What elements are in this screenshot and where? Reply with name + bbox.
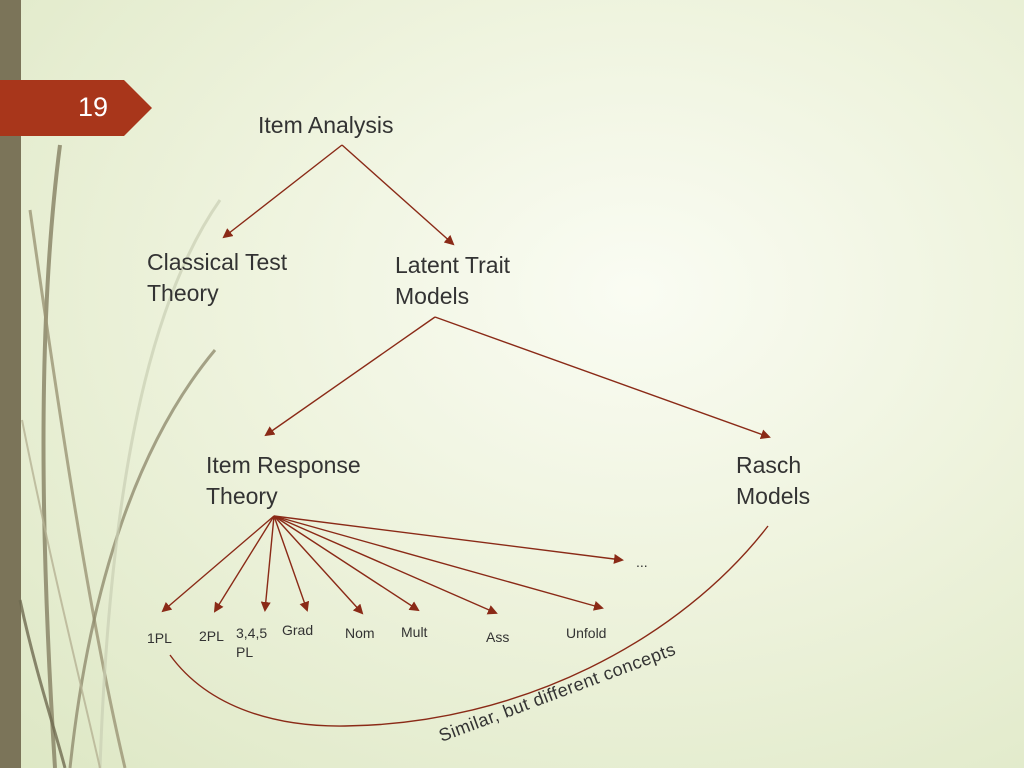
node-classical-line-1: Classical Test <box>147 249 288 275</box>
node-latent-line-1: Latent Trait <box>395 252 511 278</box>
leaf-345pl: 3,4,5 PL <box>236 624 267 662</box>
node-classical-line-2: Theory <box>147 280 219 306</box>
slide-number-tab <box>0 80 152 136</box>
node-classical-test-theory: Classical Test Theory <box>147 247 287 309</box>
node-rasch-line-1: Rasch <box>736 452 802 478</box>
arrow-irt-to-2pl <box>213 515 275 613</box>
node-irt-line-1: Item Response <box>206 452 361 478</box>
leaf-mult: Mult <box>401 624 428 640</box>
leaf-1pl: 1PL <box>147 630 172 646</box>
node-latent-line-2: Models <box>395 283 470 309</box>
sidebar-decoration-bar <box>0 0 21 768</box>
arrow-irt-to-ellipsis <box>273 515 624 564</box>
arrow-root-to-latent-trait <box>341 144 455 246</box>
curve-1pl-to-rasch <box>169 525 769 727</box>
arrow-irt-to-unfold <box>273 515 604 611</box>
slide-number: 19 <box>78 92 109 122</box>
leaf-345pl-line-1: 3,4,5 <box>236 625 268 641</box>
node-item-response-theory: Item Response Theory <box>206 450 361 512</box>
node-item-analysis: Item Analysis <box>258 112 394 138</box>
node-irt-line-2: Theory <box>206 483 278 509</box>
node-latent-trait-models: Latent Trait Models <box>395 250 510 312</box>
node-rasch-models: Rasch Models <box>736 450 810 512</box>
arrow-latent-to-rasch <box>434 316 771 440</box>
arrow-irt-to-1pl <box>161 515 275 613</box>
leaf-grad: Grad <box>282 622 314 638</box>
node-rasch-line-2: Models <box>736 483 811 509</box>
arrow-irt-to-345pl <box>260 515 275 612</box>
arrow-irt-to-mult <box>273 515 420 612</box>
leaf-2pl: 2PL <box>199 628 224 644</box>
leaf-345pl-line-2: PL <box>236 644 254 660</box>
leaf-ellipsis: ... <box>636 554 648 570</box>
arrow-irt-to-nom <box>273 515 364 615</box>
arrow-irt-to-ass <box>273 515 498 615</box>
arrow-latent-to-irt <box>264 316 436 437</box>
arrow-irt-to-grad <box>273 515 310 612</box>
leaf-unfold: Unfold <box>566 625 607 641</box>
arrow-root-to-classical <box>222 144 343 239</box>
leaf-ass: Ass <box>486 629 510 645</box>
leaf-nom: Nom <box>345 625 375 641</box>
